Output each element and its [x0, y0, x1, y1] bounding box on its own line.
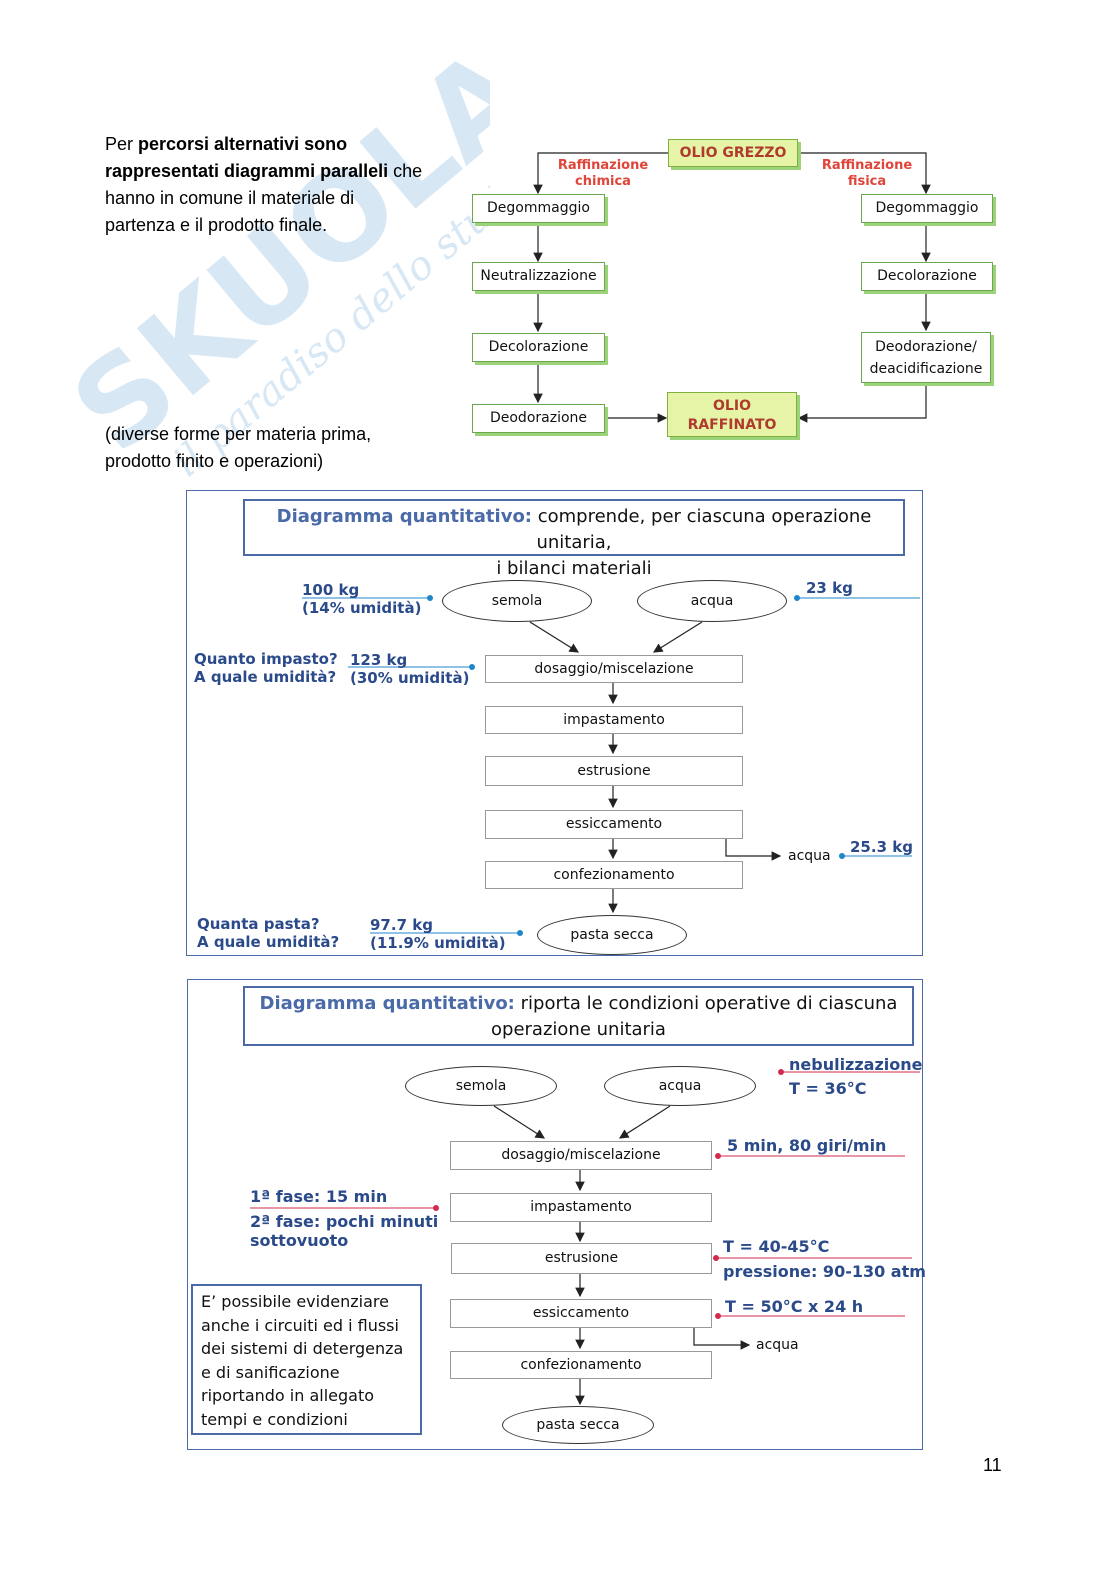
- left-step-degommaggio: Degommaggio: [472, 194, 605, 223]
- diagram2-step-estrusione: estrusione: [451, 1243, 712, 1274]
- diagram1-out-water: acqua: [788, 848, 831, 864]
- diagram1-step-essiccamento: essiccamento: [485, 810, 743, 839]
- diagram2-drying-conditions: T = 50°C x 24 h: [725, 1297, 864, 1316]
- diagram2-extr-temp: T = 40-45°C: [723, 1237, 830, 1256]
- diagram1-title-line2: i bilanci materiali: [496, 558, 652, 579]
- diagram1-out-water-qty: 25.3 kg: [850, 838, 913, 856]
- diagram2-input-semola: semola: [405, 1066, 557, 1106]
- diagram1-question-impasto: Quanto impasto? A quale umidità?: [194, 650, 338, 686]
- side-note-line1: E’ possibile evidenziare: [201, 1292, 389, 1311]
- diagram2-extr-pressure: pressione: 90-130 atm: [723, 1262, 926, 1281]
- diagram1-title-hl: Diagramma quantitativo:: [276, 506, 533, 527]
- intro-line2-post: che: [388, 161, 423, 181]
- right-step-deodorazione-line1: Deodorazione/: [875, 339, 977, 355]
- side-note-line3: dei sistemi di detergenza: [201, 1339, 404, 1358]
- diagram2-side-note: E’ possibile evidenziare anche i circuit…: [191, 1284, 422, 1435]
- right-step-decolorazione: Decolorazione: [861, 262, 993, 291]
- diagram2-title: Diagramma quantitativo: riporta le condi…: [243, 986, 914, 1046]
- diagram1-in1-hum: (14% umidità): [302, 599, 422, 617]
- diagram1-mix-hum: (30% umidità): [350, 669, 470, 687]
- diagram1-in1-qty: 100 kg (14% umidità): [302, 581, 421, 617]
- intro-line3: hanno in comune il materiale di: [105, 188, 355, 208]
- intro-note-line1: (diverse forme per materia prima,: [105, 424, 372, 444]
- right-step-deodorazione: Deodorazione/ deacidificazione: [861, 332, 991, 383]
- diagram1-frame: [186, 490, 923, 956]
- diagram2-step-impastamento: impastamento: [450, 1193, 712, 1222]
- intro-line1-bold: percorsi alternativi sono: [138, 134, 348, 154]
- diagram1-step-dosaggio: dosaggio/miscelazione: [485, 655, 743, 683]
- diagram1-title: Diagramma quantitativo: comprende, per c…: [243, 499, 905, 579]
- diagram2-step-dosaggio: dosaggio/miscelazione: [450, 1141, 712, 1170]
- diagram2-frame: [187, 979, 923, 1450]
- intro-line4: partenza e il prodotto finale.: [105, 215, 328, 235]
- right-step-deodorazione-line2: deacidificazione: [869, 361, 983, 377]
- diagram1-product: pasta secca: [537, 915, 687, 955]
- diagram2-mix-conditions: 5 min, 80 giri/min: [727, 1136, 887, 1155]
- diagram1-question-impasto-1: Quanto impasto?: [194, 650, 338, 668]
- diagram1-question-impasto-2: A quale umidità?: [194, 668, 337, 686]
- diagram1-pasta-qty-val: 97.7 kg: [370, 916, 433, 934]
- diagram2-nebul-temp: T = 36°C: [789, 1079, 867, 1098]
- chemical-refining-label: Raffinazione chimica: [548, 158, 658, 190]
- diagram2-phase2: 2ª fase: pochi minuti sottovuoto: [250, 1212, 438, 1250]
- diagram1-mix-qty-val: 123 kg: [350, 651, 408, 669]
- side-note-line5: riportando in allegato: [201, 1386, 375, 1405]
- diagram2-title-line2: operazione unitaria: [491, 1019, 666, 1040]
- left-step-decolorazione: Decolorazione: [472, 333, 605, 362]
- diagram2-product: pasta secca: [502, 1406, 654, 1444]
- diagram1-input-acqua: acqua: [637, 580, 787, 622]
- diagram1-input-semola: semola: [442, 580, 592, 622]
- side-note-line6: tempi e condizioni: [201, 1409, 348, 1429]
- diagram1-in1-qty-val: 100 kg: [302, 581, 360, 599]
- oil-end-line1: OLIO: [713, 398, 751, 414]
- diagram2-title-rest: riporta le condizioni operative di ciasc…: [514, 993, 898, 1014]
- side-note-line4: e di sanificazione: [201, 1362, 340, 1382]
- diagram2-step-essiccamento: essiccamento: [450, 1299, 712, 1328]
- left-step-neutralizzazione: Neutralizzazione: [472, 262, 605, 291]
- physical-refining-label-2: fisica: [847, 174, 887, 189]
- chemical-refining-label-2: chimica: [575, 174, 631, 189]
- left-step-deodorazione: Deodorazione: [472, 404, 605, 433]
- intro-note: (diverse forme per materia prima, prodot…: [105, 421, 465, 475]
- diagram1-question-pasta: Quanta pasta? A quale umidità?: [197, 915, 339, 951]
- diagram1-in2-qty: 23 kg: [806, 579, 853, 597]
- diagram1-question-pasta-1: Quanta pasta?: [197, 915, 320, 933]
- side-note-line2: anche i circuiti ed i flussi: [201, 1315, 399, 1335]
- diagram2-phase2-line2: sottovuoto: [250, 1231, 349, 1250]
- intro-line2-bold: rappresentati diagrammi paralleli: [105, 161, 389, 181]
- chemical-refining-label-1: Raffinazione: [557, 158, 649, 173]
- diagram2-nebulization: nebulizzazione T = 36°C: [789, 1053, 923, 1101]
- diagram2-title-hl: Diagramma quantitativo:: [259, 993, 515, 1014]
- physical-refining-label-1: Raffinazione: [821, 158, 913, 173]
- physical-refining-label: Raffinazione fisica: [812, 158, 922, 190]
- diagram2-extrusion-conditions: T = 40-45°C pressione: 90-130 atm: [723, 1234, 926, 1284]
- diagram1-step-estrusione: estrusione: [485, 756, 743, 786]
- diagram2-input-acqua: acqua: [604, 1066, 756, 1106]
- right-step-degommaggio: Degommaggio: [861, 194, 993, 223]
- diagram1-title-rest: comprende, per ciascuna operazione unita…: [532, 506, 872, 553]
- diagram2-out-water: acqua: [756, 1337, 799, 1353]
- diagram1-pasta-qty: 97.7 kg (11.9% umidità): [370, 916, 506, 952]
- diagram2-phase1: 1ª fase: 15 min: [250, 1187, 388, 1206]
- diagram1-step-confezionamento: confezionamento: [485, 861, 743, 889]
- intro-line1-pre: Per: [105, 134, 139, 154]
- diagram2-phase2-line1: 2ª fase: pochi minuti: [250, 1212, 439, 1231]
- diagram1-step-impastamento: impastamento: [485, 706, 743, 734]
- diagram2-step-confezionamento: confezionamento: [450, 1351, 712, 1379]
- intro-note-line2: prodotto finito e operazioni): [105, 451, 324, 471]
- oil-start-box: OLIO GREZZO: [668, 139, 798, 167]
- oil-end-box: OLIO RAFFINATO: [667, 392, 797, 437]
- diagram1-question-pasta-2: A quale umidità?: [197, 933, 340, 951]
- oil-end-line2: RAFFINATO: [687, 417, 777, 433]
- diagram1-pasta-hum: (11.9% umidità): [370, 934, 506, 952]
- page-number: 11: [983, 1455, 1002, 1475]
- diagram1-mix-qty: 123 kg (30% umidità): [350, 651, 469, 687]
- intro-paragraph: Per percorsi alternativi sono rappresent…: [105, 131, 465, 239]
- diagram2-nebul-label: nebulizzazione: [789, 1055, 923, 1074]
